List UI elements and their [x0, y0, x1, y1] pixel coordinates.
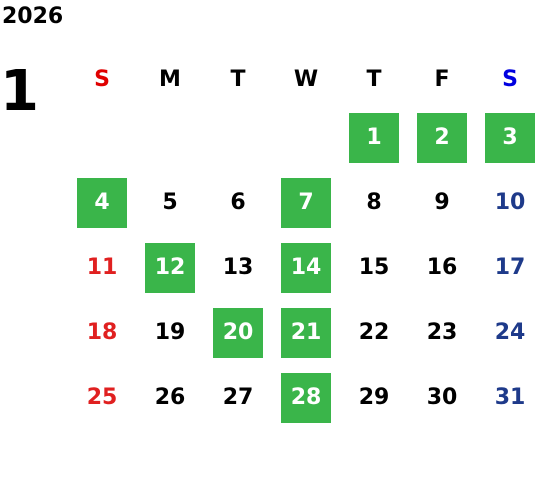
empty-day-cell: [77, 113, 127, 163]
day-cell[interactable]: 3: [485, 112, 535, 163]
day-number: 17: [494, 254, 526, 280]
day-number: 24: [494, 319, 526, 345]
day-cell[interactable]: 9: [417, 178, 467, 228]
month-number: 1: [0, 59, 39, 124]
day-cell[interactable]: 4: [77, 177, 127, 228]
day-cell[interactable]: 2: [417, 112, 467, 163]
weekday-header: T: [230, 67, 246, 92]
day-cell[interactable]: 5: [145, 178, 195, 228]
weekday-header: W: [293, 67, 319, 92]
day-number: 27: [222, 384, 254, 410]
weekday-header: S: [94, 67, 110, 92]
day-number: 2: [434, 124, 450, 150]
day-number: 29: [358, 384, 390, 410]
year-label: 2026: [2, 4, 64, 29]
day-number: 22: [358, 319, 390, 345]
day-number: 11: [86, 254, 118, 280]
day-number: 14: [290, 254, 322, 280]
day-number: 12: [154, 254, 186, 280]
day-cell[interactable]: 10: [485, 178, 535, 228]
day-number: 7: [298, 189, 314, 215]
day-cell[interactable]: 24: [485, 308, 535, 358]
day-cell[interactable]: 28: [281, 372, 331, 423]
day-cell[interactable]: 14: [281, 242, 331, 293]
weekday-header: M: [159, 67, 181, 92]
day-cell[interactable]: 15: [349, 243, 399, 293]
day-number: 3: [502, 124, 518, 150]
day-number: 6: [230, 189, 246, 215]
day-cell[interactable]: 19: [145, 308, 195, 358]
day-number: 18: [86, 319, 118, 345]
day-number: 21: [290, 319, 322, 345]
empty-day-cell: [145, 113, 195, 163]
weekday-header: S: [502, 67, 518, 92]
day-cell[interactable]: 20: [213, 307, 263, 358]
day-number: 16: [426, 254, 458, 280]
day-cell[interactable]: 22: [349, 308, 399, 358]
day-cell[interactable]: 29: [349, 373, 399, 423]
day-number: 28: [290, 384, 322, 410]
day-cell[interactable]: 1: [349, 112, 399, 163]
day-cell[interactable]: 6: [213, 178, 263, 228]
day-cell[interactable]: 30: [417, 373, 467, 423]
day-cell[interactable]: 11: [77, 243, 127, 293]
day-cell[interactable]: 27: [213, 373, 263, 423]
empty-day-cell: [281, 113, 331, 163]
day-cell[interactable]: 16: [417, 243, 467, 293]
day-cell[interactable]: 13: [213, 243, 263, 293]
weekday-header: T: [366, 67, 382, 92]
day-number: 30: [426, 384, 458, 410]
day-cell[interactable]: 17: [485, 243, 535, 293]
day-number: 15: [358, 254, 390, 280]
empty-day-cell: [213, 113, 263, 163]
day-number: 25: [86, 384, 118, 410]
weekday-header: F: [434, 67, 450, 92]
day-number: 19: [154, 319, 186, 345]
day-cell[interactable]: 26: [145, 373, 195, 423]
day-number: 20: [222, 319, 254, 345]
day-number: 10: [494, 189, 526, 215]
day-number: 13: [222, 254, 254, 280]
day-cell[interactable]: 31: [485, 373, 535, 423]
day-number: 9: [434, 189, 450, 215]
day-number: 4: [94, 189, 110, 215]
day-cell[interactable]: 8: [349, 178, 399, 228]
day-cell[interactable]: 12: [145, 242, 195, 293]
day-number: 23: [426, 319, 458, 345]
day-number: 1: [366, 124, 382, 150]
day-cell[interactable]: 25: [77, 373, 127, 423]
day-number: 26: [154, 384, 186, 410]
day-cell[interactable]: 18: [77, 308, 127, 358]
day-cell[interactable]: 7: [281, 177, 331, 228]
day-number: 31: [494, 384, 526, 410]
day-number: 8: [366, 189, 382, 215]
day-cell[interactable]: 21: [281, 307, 331, 358]
day-cell[interactable]: 23: [417, 308, 467, 358]
day-number: 5: [162, 189, 178, 215]
